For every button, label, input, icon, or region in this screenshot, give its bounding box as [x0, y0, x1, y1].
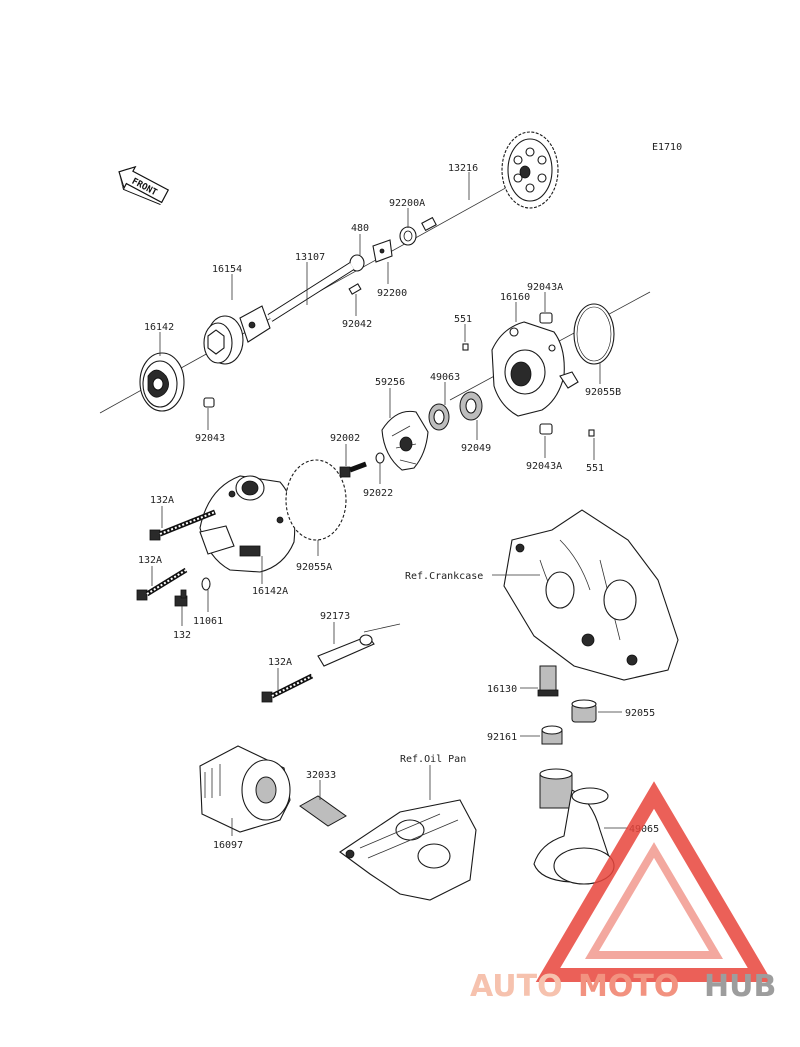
bolt-132A-lower: [261, 673, 314, 703]
watermark-hub: HUB: [704, 969, 776, 1004]
bolt-132A-upper: [149, 509, 216, 541]
label-132A-middle: 132A: [138, 555, 162, 566]
label-480: 480: [351, 223, 369, 234]
pump-cover: [491, 321, 579, 417]
oil-pan: [339, 799, 477, 901]
watermark-auto: AUTO: [470, 969, 563, 1004]
oil-strainer-49065: [533, 768, 615, 885]
label-49065: 49065: [629, 824, 659, 835]
label-92055: 92055: [625, 708, 655, 719]
label-13107: 13107: [295, 252, 325, 263]
washer-92022: [375, 452, 385, 464]
label-13216: 13216: [448, 163, 478, 174]
label-11061: 11061: [193, 616, 223, 627]
diagram-code: E1710: [652, 142, 682, 153]
pin-551-bottom: [588, 429, 595, 437]
label-92055B: 92055B: [585, 387, 621, 398]
pin-92042: [348, 283, 362, 295]
label-92042: 92042: [342, 319, 372, 330]
bolt-132: [174, 589, 188, 607]
label-92200A: 92200A: [389, 198, 425, 209]
pin-551-top: [462, 343, 469, 351]
dowel-92043A-bottom: [539, 423, 553, 435]
label-92049: 92049: [461, 443, 491, 454]
label-92043: 92043: [195, 433, 225, 444]
label-132A-lower: 132A: [268, 657, 292, 668]
pump-shaft: [267, 262, 355, 322]
relief-valve-16130: [537, 665, 559, 697]
ref-crankcase-label: Ref.Crankcase: [405, 571, 483, 582]
oil-filter: [199, 745, 291, 833]
label-32033: 32033: [306, 770, 336, 781]
watermark-moto: MOTO: [578, 969, 679, 1004]
label-92173: 92173: [320, 611, 350, 622]
label-92022: 92022: [363, 488, 393, 499]
dowel-92043A-top: [539, 312, 553, 324]
leader-lines: [151, 172, 628, 836]
label-551-top: 551: [454, 314, 472, 325]
label-92200: 92200: [377, 288, 407, 299]
label-16142A: 16142A: [252, 586, 288, 597]
oring-92055: [571, 699, 597, 723]
label-16154: 16154: [212, 264, 242, 275]
pipe-32033: [299, 795, 347, 827]
ref-oil-pan-label: Ref.Oil Pan: [400, 754, 466, 765]
label-132A-upper: 132A: [150, 495, 174, 506]
pump-body: [199, 475, 296, 573]
label-92043A-top: 92043A: [527, 282, 563, 293]
washer-11061: [201, 577, 211, 591]
oring-92055A: [285, 459, 347, 541]
front-arrow-icon: FRONT: [118, 165, 170, 206]
bolt-92002: [339, 461, 367, 478]
label-92161: 92161: [487, 732, 517, 743]
pin-92200: [372, 239, 393, 263]
clamp-92173: [317, 634, 375, 667]
label-132: 132: [173, 630, 191, 641]
label-92002: 92002: [330, 433, 360, 444]
label-16160: 16160: [500, 292, 530, 303]
label-92043A-bottom: 92043A: [526, 461, 562, 472]
outer-rotor: [139, 352, 185, 412]
label-16097: 16097: [213, 840, 243, 851]
watermark-triangle-icon: [535, 781, 773, 982]
label-551-bottom: 551: [586, 463, 604, 474]
label-16142: 16142: [144, 322, 174, 333]
inner-rotor: [203, 305, 271, 365]
impeller: [381, 410, 429, 471]
label-16130: 16130: [487, 684, 517, 695]
watermark: AUTO MOTO HUB: [470, 781, 776, 1004]
label-92055A: 92055A: [296, 562, 332, 573]
dowel-92043: [203, 397, 215, 408]
oring-92055B: [573, 303, 615, 365]
part-labels: 13216 92200A 480 92200 13107 16154 92042…: [138, 163, 659, 851]
label-59256: 59256: [375, 377, 405, 388]
label-49063: 49063: [430, 372, 460, 383]
crankcase: [503, 509, 679, 681]
oil-seal: [428, 391, 483, 431]
drive-gear: [421, 131, 559, 232]
bushing-92161: [541, 725, 563, 745]
bolt-132A-middle: [136, 567, 188, 601]
